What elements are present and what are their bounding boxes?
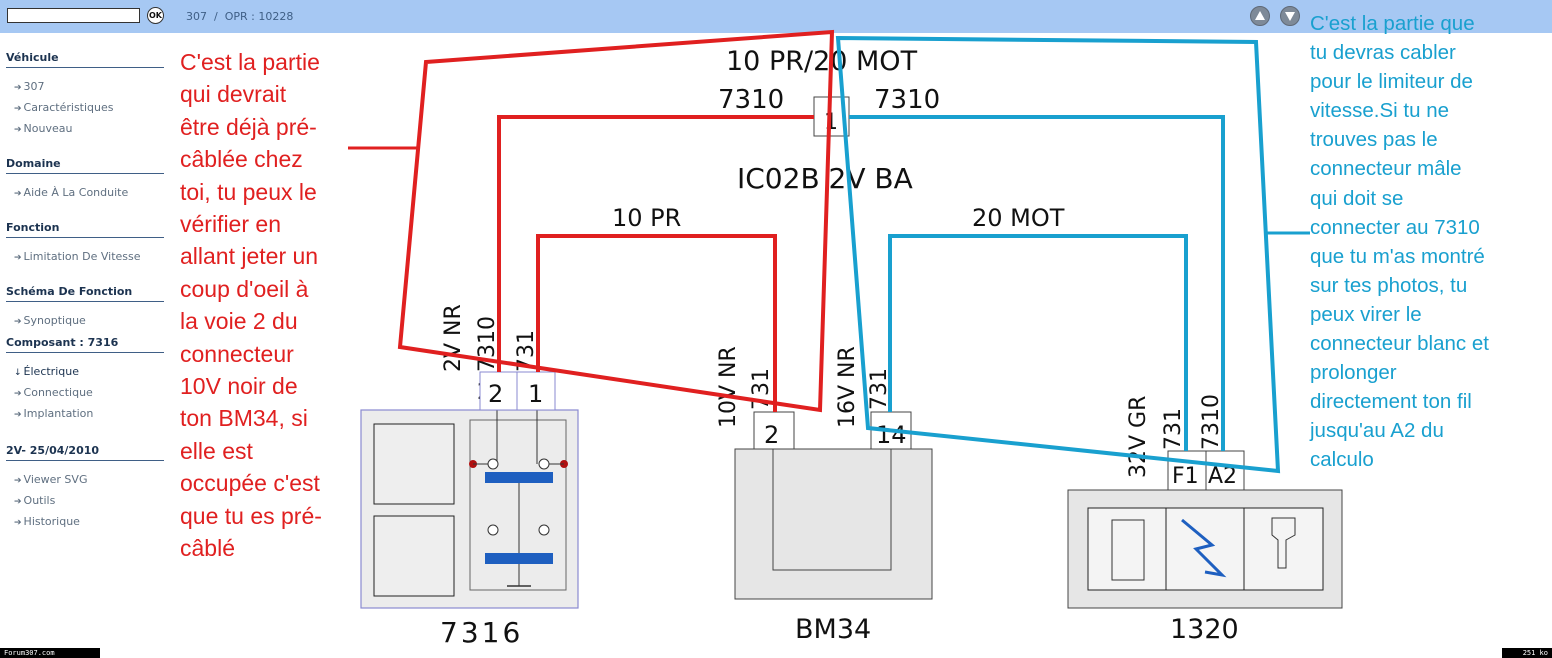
- component-7316[interactable]: 2 7316: [360, 380, 579, 649]
- sidebar: Véhicule ➔307 ➔Caractéristiques ➔Nouveau…: [0, 33, 170, 658]
- pin-label: F1: [1172, 464, 1199, 489]
- component-label-bm34: BM34: [795, 614, 871, 645]
- wire-label: 7310: [718, 85, 784, 115]
- sidebar-item-synoptique[interactable]: ➔Synoptique: [14, 314, 86, 327]
- wire-label: 10 PR: [612, 204, 681, 232]
- file-size-badge: 251 ko: [1502, 648, 1552, 658]
- sidebar-item-nouveau[interactable]: ➔Nouveau: [14, 122, 73, 135]
- arrow-right-icon: ➔: [14, 104, 22, 114]
- sidebar-item-connectique[interactable]: ➔Connectique: [14, 386, 93, 399]
- connector-label: IC02B 2V BA: [737, 162, 913, 195]
- divider: [6, 352, 164, 353]
- pin-label: 2: [488, 380, 503, 408]
- arrow-right-icon: ➔: [14, 253, 22, 263]
- arrow-right-icon: ➔: [14, 189, 22, 199]
- wire-7310-blue: [849, 115, 1225, 451]
- arrow-down-icon: [1285, 12, 1295, 21]
- sidebar-item-limitation-vitesse[interactable]: ➔Limitation De Vitesse: [14, 250, 141, 263]
- sidebar-item-307[interactable]: ➔307: [14, 80, 45, 93]
- wire-7310-red: [497, 115, 814, 372]
- divider: [6, 301, 164, 302]
- pin-label: 14: [876, 421, 907, 449]
- component-bm34[interactable]: BM34: [734, 448, 933, 645]
- arrow-right-icon: ➔: [14, 518, 22, 528]
- sidebar-item-caracteristiques[interactable]: ➔Caractéristiques: [14, 101, 114, 114]
- sidebar-item-historique[interactable]: ➔Historique: [14, 515, 80, 528]
- sidebar-item-aide-conduite[interactable]: ➔Aide À La Conduite: [14, 186, 129, 199]
- wire-label: 2V NR: [441, 304, 466, 372]
- component-label-7316: 7316: [440, 616, 523, 649]
- highlight-prewired: [397, 29, 835, 413]
- arrow-right-icon: ➔: [14, 389, 22, 399]
- sidebar-section-domaine: Domaine: [6, 157, 61, 170]
- arrow-right-icon: ➔: [14, 410, 22, 420]
- pin-label: 1: [528, 380, 543, 408]
- divider: [6, 460, 164, 461]
- divider: [6, 237, 164, 238]
- sidebar-item-outils[interactable]: ➔Outils: [14, 494, 56, 507]
- annotation-to-wire: C'est la partie que tu devras cabler pou…: [1310, 12, 1489, 472]
- wire-label: 731: [1161, 408, 1186, 450]
- sidebar-item-viewer-svg[interactable]: ➔Viewer SVG: [14, 473, 88, 486]
- wire-label: 731: [867, 368, 892, 410]
- annotation-prewired: C'est la partie qui devrait être déjà pr…: [180, 49, 322, 562]
- wire-label: 16V NR: [835, 346, 860, 428]
- sidebar-section-version: 2V- 25/04/2010: [6, 444, 100, 457]
- lightning-icon: [1181, 518, 1227, 578]
- component-1320[interactable]: 1320: [1067, 489, 1343, 645]
- wire-label: 7310: [475, 316, 500, 372]
- wire-10pr-red: [536, 234, 777, 412]
- arrow-right-icon: ➔: [14, 476, 22, 486]
- divider: [6, 173, 164, 174]
- sidebar-item-electrique[interactable]: ↓Électrique: [14, 365, 79, 378]
- sidebar-section-fonction: Fonction: [6, 221, 60, 234]
- top-toolbar: OK 307 / OPR : 10228: [0, 0, 1552, 33]
- wire-label: 32V GR: [1126, 396, 1151, 478]
- sidebar-item-implantation[interactable]: ➔Implantation: [14, 407, 94, 420]
- sidebar-section-schema: Schéma De Fonction: [6, 285, 133, 298]
- header-label: 10 PR/20 MOT: [726, 46, 918, 77]
- arrow-right-icon: ➔: [14, 83, 22, 93]
- breadcrumb: 307 / OPR : 10228: [186, 10, 294, 23]
- pin-label: 2: [764, 421, 779, 449]
- highlight-to-wire: [835, 35, 1281, 474]
- arrow-right-icon: ➔: [14, 317, 22, 327]
- scroll-down-button[interactable]: [1280, 6, 1300, 26]
- ok-button[interactable]: OK: [147, 7, 164, 24]
- chip-icon: [1111, 519, 1145, 581]
- arrow-up-icon: [1255, 11, 1265, 20]
- injector-icon: [1271, 517, 1296, 569]
- sidebar-section-vehicule: Véhicule: [6, 51, 59, 64]
- arrow-down-icon: ↓: [14, 368, 22, 378]
- search-input[interactable]: [7, 8, 140, 23]
- scroll-up-button[interactable]: [1250, 6, 1270, 26]
- wire-20mot-blue: [888, 234, 1188, 451]
- watermark-site: Forum307.com: [0, 648, 100, 658]
- wire-label: 7310: [1199, 394, 1224, 450]
- arrow-right-icon: ➔: [14, 497, 22, 507]
- arrow-right-icon: ➔: [14, 125, 22, 135]
- sidebar-section-composant: Composant : 7316: [6, 336, 119, 349]
- wire-label: 7310: [874, 85, 940, 115]
- divider: [6, 67, 164, 68]
- wire-label: 10V NR: [716, 346, 741, 428]
- component-label-1320: 1320: [1170, 614, 1239, 645]
- wire-label: 20 MOT: [972, 204, 1065, 232]
